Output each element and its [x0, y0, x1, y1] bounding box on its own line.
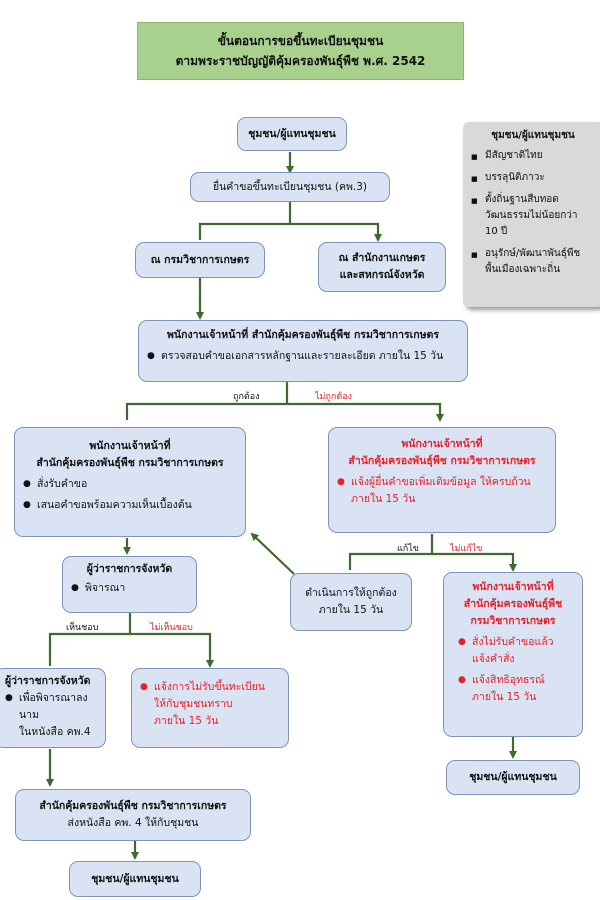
node-governor-consider: ผู้ว่าราชการจังหวัด พิจารณา: [62, 556, 197, 613]
node-office-send: สำนักคุ้มครองพันธุ์พืช กรมวิชาการเกษตร ส…: [15, 789, 251, 841]
node-submit-request: ยื่นคำขอขึ้นทะเบียนชุมชน (คพ.3): [190, 172, 390, 202]
sidebar-requirements: ชุมชน/ผู้แทนชุมชน มีสัญชาติไทย บรรลุนิติ…: [463, 122, 600, 307]
requirement-item: บรรลุนิติภาวะ: [471, 170, 595, 187]
requirement-item: ตั้งถิ่นฐานสืบทอด: [471, 192, 595, 209]
arrow-correct-back: [250, 532, 295, 575]
node-governor-sign: ผู้ว่าราชการจังหวัด เพื่อพิจารณาลงนาม ใน…: [0, 668, 106, 748]
node-notify-refusal: แจ้งการไม่รับขึ้นทะเบียน ให้กับชุมชนทราบ…: [131, 668, 289, 748]
requirement-item: มีสัญชาติไทย: [471, 148, 595, 165]
title-line-2: ตามพระราชบัญญัติคุ้มครองพันธุ์พืช พ.ศ. 2…: [175, 54, 426, 68]
sidebar-title: ชุมชน/ผู้แทนชุมชน: [491, 130, 575, 141]
node-community-top: ชุมชน/ผู้แทนชุมชน: [237, 117, 347, 151]
page-title: ขั้นตอนการขอขึ้นทะเบียนชุมชน ตามพระราชบั…: [137, 22, 464, 80]
arrow-governor-split: [48, 613, 210, 666]
label-agree: เห็นชอบ: [66, 623, 99, 633]
node-officer-check: พนักงานเจ้าหน้าที่ สำนักคุ้มครองพันธุ์พื…: [138, 320, 468, 382]
title-line-1: ขั้นตอนการขอขึ้นทะเบียนชุมชน: [217, 34, 384, 48]
node-provincial-office: ณ สำนักงานเกษตร และสหกรณ์จังหวัด: [318, 242, 446, 292]
node-correct-within: ดำเนินการให้ถูกต้อง ภายใน 15 วัน: [290, 573, 412, 631]
arrow-split-check: [125, 382, 440, 420]
label-not-fixed: ไม่แก้ไข: [450, 544, 483, 554]
arrow-reject-split: [348, 534, 513, 570]
label-incorrect: ไม่ถูกต้อง: [315, 392, 353, 402]
node-officer-accept: พนักงานเจ้าหน้าที่ สำนักคุ้มครองพันธุ์พื…: [14, 427, 246, 537]
label-correct: ถูกต้อง: [233, 392, 260, 402]
node-dept-agriculture: ณ กรมวิชาการเกษตร: [135, 242, 265, 278]
node-community-right: ชุมชน/ผู้แทนชุมชน: [446, 760, 580, 795]
node-officer-refuse: พนักงานเจ้าหน้าที่ สำนักคุ้มครองพันธุ์พื…: [443, 572, 583, 737]
label-fixed: แก้ไข: [397, 544, 419, 554]
node-community-bottom: ชุมชน/ผู้แทนชุมชน: [69, 861, 201, 897]
arrow-submit-split: [198, 201, 378, 240]
node-officer-reject: พนักงานเจ้าหน้าที่ สำนักคุ้มครองพันธุ์พื…: [328, 427, 556, 533]
requirement-item: อนุรักษ์/พัฒนาพันธุ์พืช: [471, 246, 595, 263]
label-disagree: ไม่เห็นชอบ: [150, 623, 193, 633]
